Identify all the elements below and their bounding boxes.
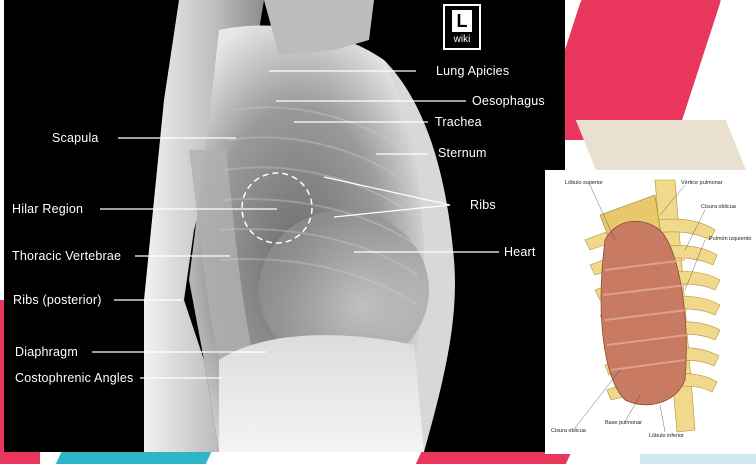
diaphragm-shadow [219, 335, 424, 452]
label-oesophagus: Oesophagus [472, 94, 545, 108]
label-trachea: Trachea [435, 115, 482, 129]
label-scapula: Scapula [52, 131, 99, 145]
label-heart: Heart [504, 245, 536, 259]
label-ribs-posterior: Ribs (posterior) [13, 293, 102, 307]
anatomy-drawing [545, 170, 756, 454]
label-costophrenic-angles: Costophrenic Angles [15, 371, 133, 385]
atlas-label-base-pulmonar: Base pulmonar [605, 420, 642, 426]
chest-xray-lateral-image: L wiki Lung Apicies Oesophagus Trachea S… [4, 0, 565, 452]
lung-anatomy-illustration: Lóbulo superior Vértice pulmonar Cisura … [545, 170, 756, 454]
label-diaphragm: Diaphragm [15, 345, 78, 359]
logo-letter: L [452, 10, 472, 32]
atlas-label-lobulo-inferior: Lóbulo inferior [649, 433, 684, 439]
wiki-logo: L wiki [443, 4, 481, 50]
label-ribs: Ribs [470, 198, 496, 212]
atlas-label-lobulo-superior: Lóbulo superior [565, 180, 603, 186]
atlas-label-cisura-oblicua-bottom: Cisura oblicua [551, 428, 586, 434]
atlas-label-vertice-pulmonar: Vértice pulmonar [681, 180, 723, 186]
atlas-label-pulmon-izquierdo: Pulmón izquierdo [709, 236, 752, 242]
label-thoracic-vertebrae: Thoracic Vertebrae [12, 249, 121, 263]
atlas-label-cisura-oblicua-top: Cisura oblicua [701, 204, 736, 210]
label-hilar-region: Hilar Region [12, 202, 83, 216]
label-lung-apicies: Lung Apicies [436, 64, 509, 78]
logo-word: wiki [445, 34, 479, 46]
label-sternum: Sternum [438, 146, 487, 160]
